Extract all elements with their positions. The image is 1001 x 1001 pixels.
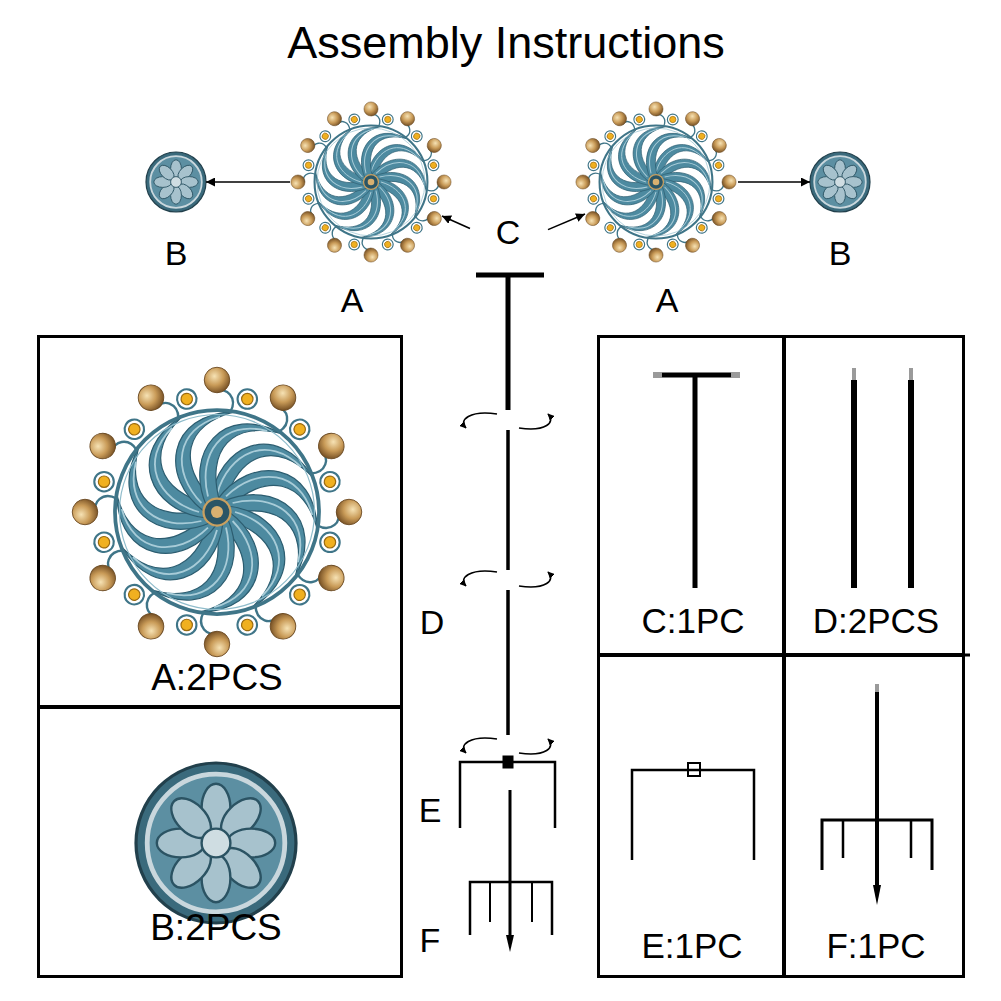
- stand-bracket: [632, 770, 754, 860]
- ground-stake: [875, 692, 879, 885]
- assembly-arrow: [206, 181, 290, 183]
- page-title: Assembly Instructions: [287, 20, 725, 65]
- part-letter: C: [470, 212, 548, 280]
- part-label: A: [341, 283, 364, 317]
- metal-tip: [653, 372, 662, 378]
- bracket-collar: [688, 763, 700, 776]
- metal-tip: [852, 368, 856, 380]
- wind-spinner: [576, 102, 737, 263]
- part-label: A:2PCS: [151, 659, 283, 696]
- part-letter: B: [810, 152, 870, 212]
- bracket-collar: [503, 756, 513, 768]
- twist-arrow: [464, 413, 497, 428]
- metal-tip: [875, 684, 879, 693]
- part-letter: A: [290, 111, 442, 253]
- twist-arrow: [464, 738, 497, 753]
- medallion-cap: [810, 152, 870, 212]
- parts-list-cell: A:2PCS: [37, 335, 403, 708]
- parts-list-cell: C:1PC: [597, 335, 785, 656]
- pole-segment: [506, 590, 510, 735]
- parts-list-cell: E:1PC: [597, 654, 785, 978]
- part-letter: B: [146, 152, 206, 212]
- part-label: C: [496, 215, 521, 249]
- twist-arrow: [519, 414, 551, 429]
- part-label: B: [829, 236, 852, 270]
- pole-segment: [908, 380, 914, 588]
- pole-segment: [506, 275, 511, 410]
- stake-fork: [843, 820, 911, 858]
- assembly-arrow: [548, 214, 585, 230]
- part-label: E:1PC: [641, 928, 742, 963]
- assembly-arrow: [738, 181, 810, 183]
- twist-arrow: [519, 572, 551, 587]
- pole-segment: [851, 380, 857, 588]
- stake-fork: [822, 820, 932, 870]
- stake-tip: [873, 885, 881, 905]
- stake-tip: [506, 935, 514, 952]
- twist-arrow: [464, 571, 497, 586]
- part-letter: A: [585, 111, 738, 253]
- part-label: A: [656, 283, 679, 317]
- part-thumbnails: [632, 368, 970, 905]
- part-label: B: [165, 236, 188, 270]
- part-label: D:2PCS: [813, 603, 939, 638]
- stake-fork: [490, 882, 532, 922]
- metal-tip: [731, 372, 740, 378]
- stand-bracket: [460, 762, 555, 828]
- assembly-arrow: [442, 216, 470, 229]
- medallion-cap: [136, 763, 296, 923]
- parts-list-cell: B:2PCS: [37, 706, 403, 978]
- wind-spinner: [291, 102, 452, 263]
- pole-segment: [693, 375, 698, 588]
- medallion-cap: [146, 152, 206, 212]
- parts-list-cell: F:1PC: [783, 654, 965, 978]
- part-label: C:1PC: [641, 603, 744, 638]
- part-letter: D: [420, 605, 445, 639]
- metal-tip: [909, 368, 913, 380]
- stake-fork: [470, 882, 552, 935]
- part-letter: F: [420, 923, 441, 957]
- part-label: F:1PC: [826, 928, 925, 963]
- ground-stake: [509, 790, 512, 935]
- wind-spinner: [72, 367, 363, 658]
- twist-arrow: [519, 739, 551, 754]
- pole-segment: [506, 430, 510, 570]
- part-label: B:2PCS: [150, 909, 282, 946]
- part-letter: E: [419, 793, 442, 827]
- parts-list-cell: D:2PCS: [783, 335, 965, 656]
- twist-arrows: [464, 413, 551, 754]
- pole-assembly: [460, 275, 555, 952]
